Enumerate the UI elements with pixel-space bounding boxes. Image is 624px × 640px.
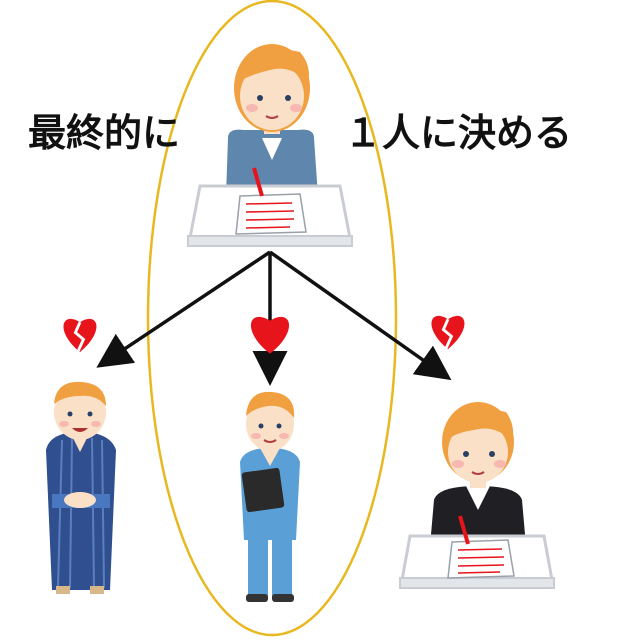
woman-writing-at-desk-icon bbox=[187, 44, 353, 247]
man-in-suit-writing-at-desk-icon bbox=[399, 402, 555, 589]
caption-choose-one: １人に決める bbox=[344, 111, 573, 155]
arrow-to-left bbox=[96, 250, 271, 368]
heart-icon bbox=[250, 316, 290, 354]
broken-heart-icon bbox=[63, 318, 97, 353]
broken-heart-icon bbox=[431, 315, 465, 350]
man-in-scrubs-holding-clipboard-icon bbox=[240, 391, 300, 602]
arrows bbox=[96, 250, 452, 386]
arrow-to-right bbox=[268, 250, 452, 381]
man-in-yukata-icon bbox=[46, 381, 116, 594]
caption-finally: 最終的に bbox=[28, 111, 181, 155]
selection-ellipse bbox=[146, 0, 398, 637]
